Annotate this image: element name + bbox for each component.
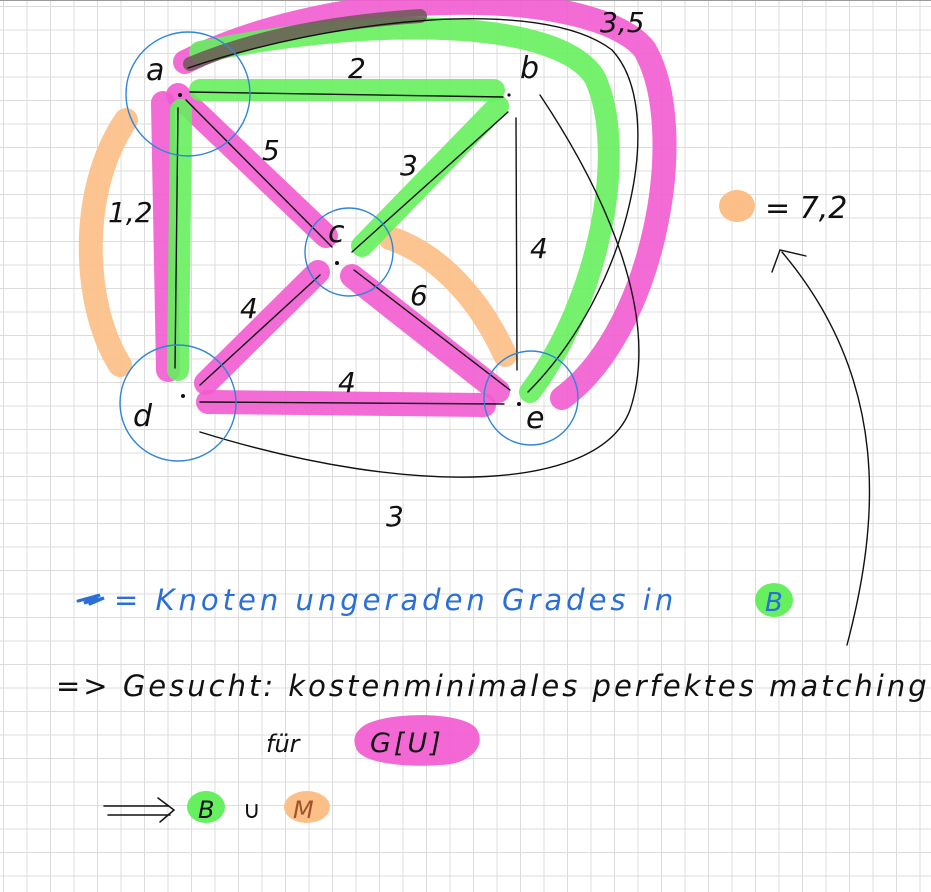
note-line-3-prefix: für (266, 730, 302, 758)
circle-node-a (125, 31, 251, 157)
orange-badge-m (284, 791, 330, 823)
green-badge-b-1-label: B (765, 588, 783, 618)
weight-a-b: 2 (348, 52, 366, 85)
node-c-dot (335, 261, 339, 265)
weight-c-e: 6 (410, 279, 428, 312)
edge-weights: 2 5 3 1,2 4 4 6 4 3,5 3 (108, 6, 645, 533)
edge-b-e (515, 117, 518, 371)
note-line-1: = Knoten ungeraden Grades in B (76, 583, 793, 618)
weight-a-e-arc: 3,5 (600, 6, 645, 39)
edge-a-e-arc (187, 18, 639, 393)
edge-d-e (199, 401, 505, 405)
node-label-c: c (328, 215, 345, 250)
node-label-d: d (133, 399, 153, 434)
edge-a-d (174, 107, 179, 369)
note-line-1-text: = Knoten ungeraden Grades in (114, 583, 677, 617)
union-symbol: ∪ (243, 796, 261, 824)
green-edge-a-d (167, 99, 192, 381)
green-badge-b-2-label: B (198, 796, 214, 824)
circle-node-d (119, 344, 237, 462)
edge-a-b (189, 91, 504, 98)
pink-arc-a-e (173, 0, 677, 410)
arrow-shaft (781, 251, 871, 646)
edge-c-e (353, 269, 511, 391)
orange-arc-a-d (78, 108, 138, 377)
note-line-3: für G[U] (266, 715, 480, 766)
node-dots (178, 93, 521, 406)
arrow-head-icon (771, 249, 807, 273)
edge-a-c (185, 99, 333, 248)
pink-edge-a-d (151, 91, 180, 382)
weight-b-c: 3 (400, 149, 418, 182)
long-arrow (771, 249, 871, 646)
weight-a-d: 1,2 (108, 196, 153, 229)
node-label-b: b (520, 51, 539, 86)
edge-b-e-arc (199, 94, 640, 478)
orange-legend: = 7,2 (719, 190, 847, 226)
node-label-e: e (526, 401, 544, 436)
node-label-a: a (146, 53, 164, 88)
weight-d-e: 4 (338, 366, 356, 399)
circle-node-e (483, 350, 579, 446)
note-line-4: B ∪ M (103, 791, 330, 824)
implies-arrow-icon (103, 797, 176, 823)
graph-edges (174, 18, 640, 478)
weight-b-e: 4 (530, 232, 548, 265)
green-badge-b-1 (755, 583, 793, 617)
green-badge-b-2 (187, 791, 225, 823)
node-e-dot (517, 402, 521, 406)
pink-badge-gu-bg (354, 715, 480, 766)
green-arc-b-e (189, 17, 620, 403)
dark-overlap-a (183, 9, 427, 71)
node-a-dot (178, 93, 182, 97)
circle-node-c (304, 207, 394, 297)
weight-a-c: 5 (262, 134, 280, 167)
weight-d-e-arc: 3 (386, 500, 404, 533)
orange-highlights (78, 108, 517, 377)
pink-edge-c-e (340, 264, 510, 403)
edge-b-c (351, 111, 509, 253)
weight-c-d: 4 (240, 292, 258, 325)
orange-legend-dot (719, 190, 755, 222)
orange-legend-value: = 7,2 (765, 191, 847, 226)
node-b-dot (507, 93, 511, 97)
blue-scribble-icon (76, 593, 105, 606)
orange-arc-c-e (378, 226, 517, 367)
note-line-2-text: => Gesucht: kostenminimales perfektes ma… (56, 669, 930, 703)
pink-badge-gu-label: G[U] (370, 728, 444, 759)
node-labels: a b c d e (133, 51, 544, 436)
node-d-dot (181, 394, 185, 398)
orange-badge-m-label: M (293, 796, 314, 824)
odd-degree-circles (119, 31, 579, 462)
edge-c-d (199, 274, 321, 386)
